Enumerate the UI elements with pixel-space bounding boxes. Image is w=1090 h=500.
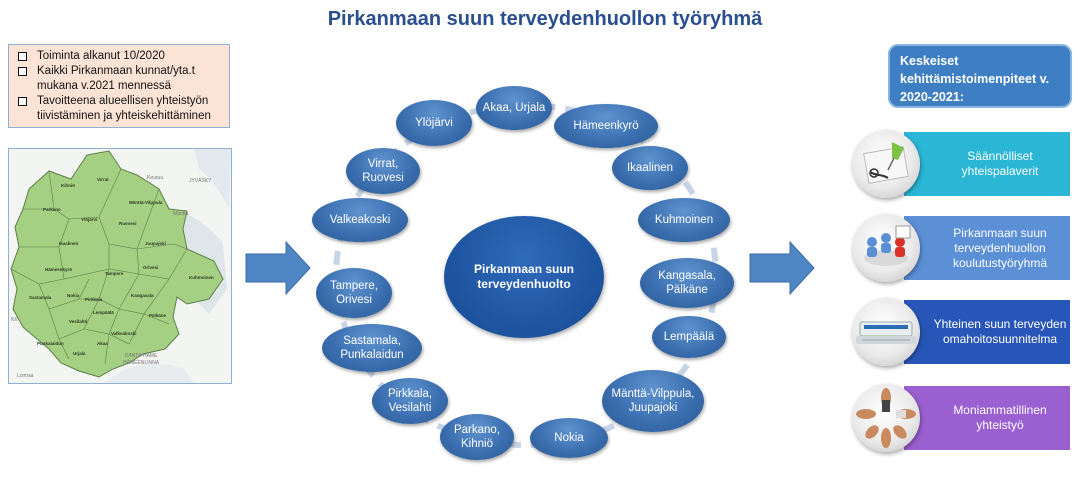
ring-node: Ikaalinen [612,146,688,190]
action-item: Yhteinen suun terveyden omahoitosuunnite… [852,298,1072,366]
laptop-icon [852,298,920,366]
action-item: Säännölliset yhteispalaverit [852,130,1072,198]
meeting-icon [852,214,920,282]
pushpin-icon [852,130,920,198]
ring-node: Valkeakoski [312,198,408,242]
teamwork-icon [852,384,920,452]
ring-node: Parkano, Kihniö [440,414,514,460]
action-item: Moniammatillinen yhteistyö [852,384,1072,452]
ring-node: Akaa, Urjala [476,86,552,130]
center-node: Pirkanmaan suun terveydenhuolto [444,216,604,338]
ring-node: Pirkkala, Vesilahti [372,378,448,424]
ring-node: Hämeenkyrö [554,104,658,148]
key-actions-title: Keskeiset kehittämistoimenpiteet v. 2020… [888,44,1072,108]
action-label: Yhteinen suun terveyden omahoitosuunnite… [904,300,1070,364]
ring-node: Mänttä-Vilppula, Juupajoki [602,370,704,432]
ring-node: Sastamala, Punkalaidun [322,324,422,372]
ring-node: Nokia [530,418,608,458]
ring-node: Tampere, Orivesi [316,268,392,318]
action-label: Pirkanmaan suun terveydenhuollon koulutu… [904,216,1070,280]
action-item: Pirkanmaan suun terveydenhuollon koulutu… [852,214,1072,282]
ring-node: Virrat, Ruovesi [346,148,420,194]
action-label: Säännölliset yhteispalaverit [904,132,1070,196]
action-label: Moniammatillinen yhteistyö [904,386,1070,450]
ring-node: Lempäälä [652,316,726,358]
ring-node: Ylöjärvi [396,100,472,146]
ring-node: Kuhmoinen [638,198,730,242]
ring-node: Kangasala, Pälkäne [640,258,734,308]
